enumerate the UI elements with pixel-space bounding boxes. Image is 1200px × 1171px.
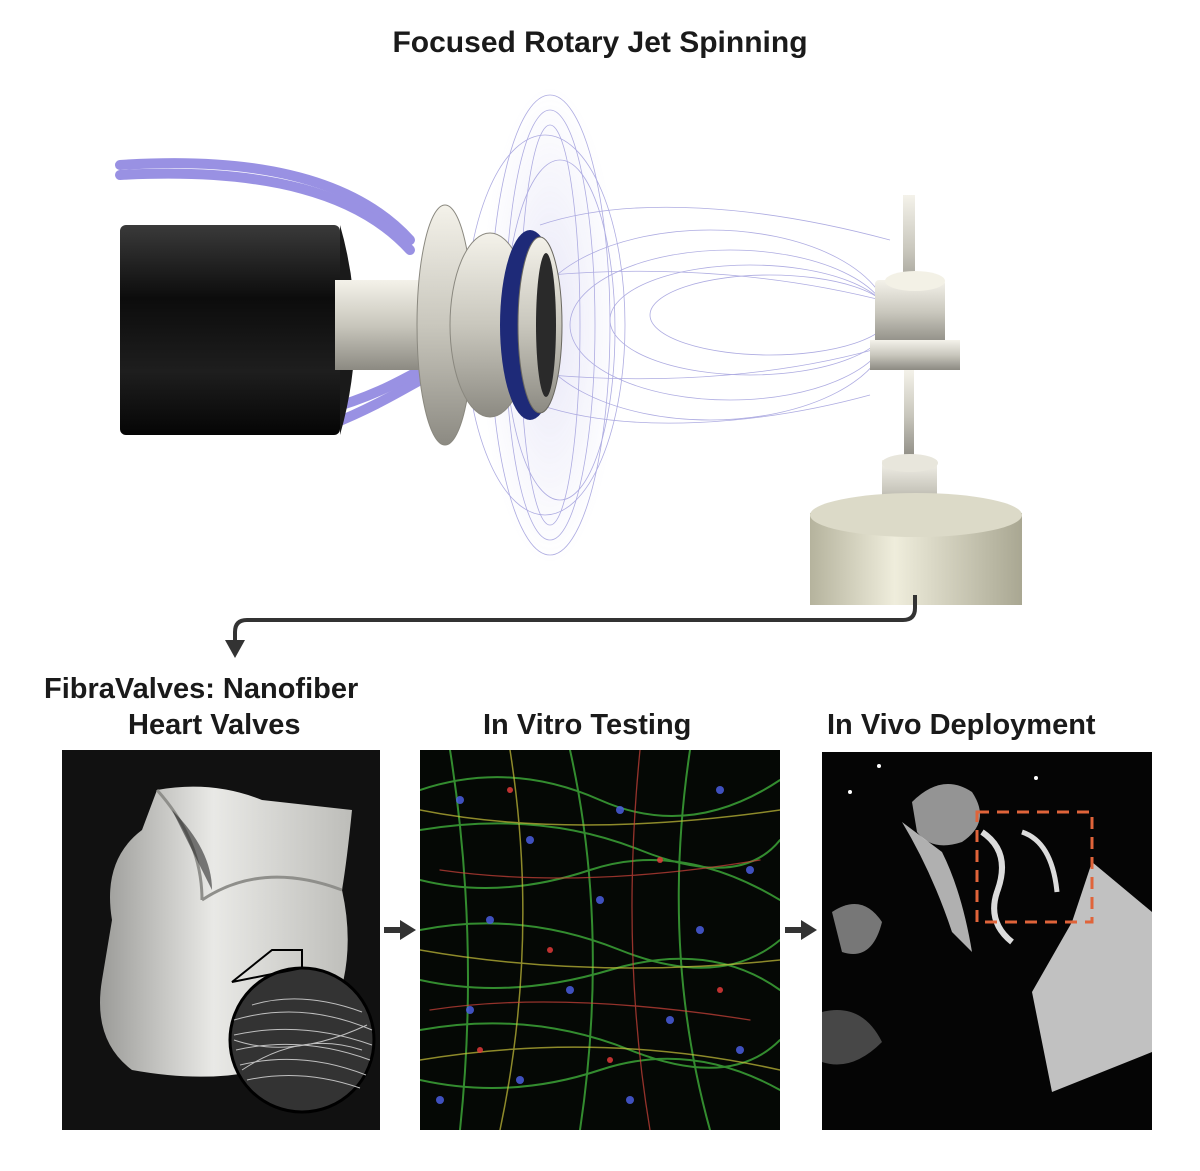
label-invivo: In Vivo Deployment — [827, 709, 1096, 741]
nanofiber-inset — [228, 966, 376, 1114]
flow-arrow-right-2 — [785, 920, 817, 940]
collector-mandrel — [870, 195, 960, 520]
valve-photo-panel — [62, 750, 380, 1130]
rotary-jet-apparatus — [115, 85, 1022, 605]
flow-arrow-down — [225, 595, 917, 658]
label-valve-line1: FibraValves: Nanofiber — [44, 673, 359, 705]
label-valve-line2: Heart Valves — [128, 709, 301, 741]
invitro-fluorescence-panel — [420, 750, 780, 1130]
motor-housing — [120, 225, 340, 435]
flow-arrow-right-1 — [384, 920, 416, 940]
invivo-echo-panel — [822, 752, 1152, 1130]
valve-highlight-box — [975, 810, 1094, 924]
figure-title: Focused Rotary Jet Spinning — [392, 26, 808, 59]
label-invitro: In Vitro Testing — [483, 709, 692, 741]
